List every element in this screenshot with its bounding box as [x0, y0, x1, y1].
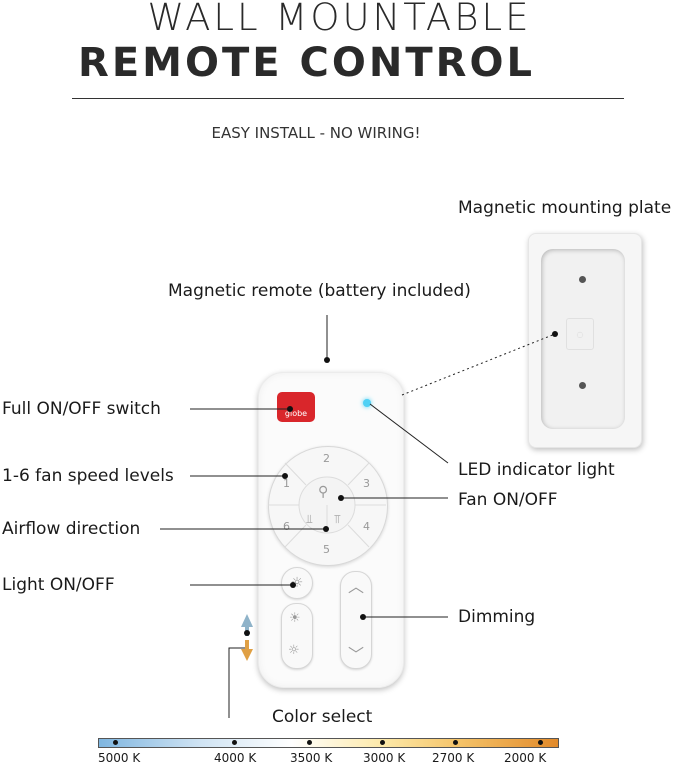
tick-dot-5000 [113, 740, 118, 745]
dot-dimming [360, 614, 366, 620]
color-temperature-bar [98, 738, 559, 748]
speed-5[interactable]: 5 [323, 543, 330, 556]
speed-2[interactable]: 2 [323, 452, 330, 465]
dot-remote [324, 357, 330, 363]
label-full-onoff: Full ON/OFF switch [2, 399, 161, 419]
dot-fan [338, 495, 344, 501]
label-magnetic-remote: Magnetic remote (battery included) [168, 281, 471, 301]
airflow-up-icon[interactable]: ⫪ [334, 512, 341, 526]
speed-1[interactable]: 1 [283, 477, 290, 490]
dimming-rocker[interactable] [340, 571, 372, 669]
tick-label-3500: 3500 K [290, 751, 333, 765]
tick-dot-3000 [380, 740, 385, 745]
screw-hole-bottom [579, 382, 586, 389]
led-indicator [363, 399, 371, 407]
tick-label-5000: 5000 K [98, 751, 141, 765]
label-fan-onoff: Fan ON/OFF [458, 490, 558, 510]
title-line-2: REMOTE CONTROL [78, 40, 535, 86]
screw-hole-top [579, 276, 586, 283]
full-onoff-button[interactable]: globe [277, 392, 315, 422]
tick-dot-2000 [538, 740, 543, 745]
brand-logo: globe [284, 409, 308, 418]
airflow-down-icon[interactable]: ⫫ [306, 512, 313, 526]
tick-dot-4000 [232, 740, 237, 745]
sun-warm-icon: ☼ [288, 643, 300, 658]
speed-6[interactable]: 6 [283, 520, 290, 533]
dim-down-icon[interactable]: ﹀ [348, 645, 365, 664]
tick-label-3000: 3000 K [363, 751, 406, 765]
tick-label-2700: 2700 K [432, 751, 475, 765]
color-select-button[interactable] [281, 603, 313, 669]
tick-label-2000: 2000 K [504, 751, 547, 765]
dot-speed [282, 473, 288, 479]
label-light-onoff: Light ON/OFF [2, 575, 115, 595]
tick-dot-3500 [307, 740, 312, 745]
subtitle: EASY INSTALL - NO WIRING! [211, 124, 421, 142]
label-airflow: Airflow direction [2, 519, 141, 539]
label-mounting-plate: Magnetic mounting plate [458, 198, 672, 218]
dot-light [290, 582, 296, 588]
tick-dot-2700 [453, 740, 458, 745]
tick-label-4000: 4000 K [214, 751, 257, 765]
label-fan-speed: 1-6 fan speed levels [2, 466, 174, 486]
light-onoff-button[interactable]: ☼ [281, 567, 313, 599]
sun-bright-icon: ☀ [289, 611, 301, 626]
label-dimming: Dimming [458, 607, 536, 627]
plate-logo-icon: ◌ [566, 318, 594, 350]
speed-3[interactable]: 3 [363, 477, 370, 490]
title-line-1: WALL MOUNTABLE [147, 0, 532, 39]
dot-airflow [323, 526, 329, 532]
dot-plate [552, 331, 558, 337]
fan-icon[interactable]: ⚲ [318, 484, 329, 500]
title-divider [72, 98, 624, 99]
dot-color [244, 630, 250, 636]
dim-up-icon[interactable]: ︿ [348, 577, 365, 596]
speed-4[interactable]: 4 [363, 520, 370, 533]
dot-power [287, 406, 293, 412]
label-led-indicator: LED indicator light [458, 460, 615, 480]
label-color-select: Color select [272, 707, 373, 727]
